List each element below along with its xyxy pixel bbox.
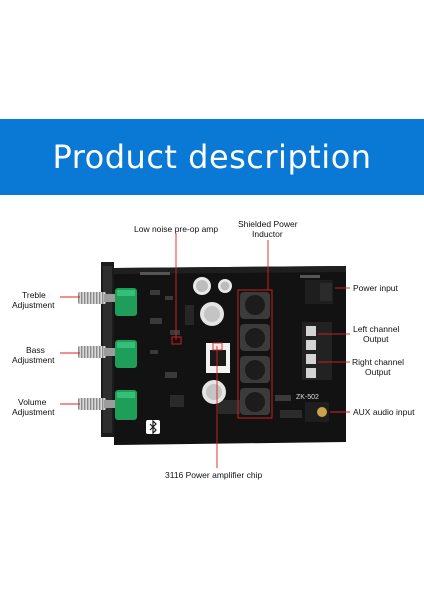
board-model: ZK-502 (296, 394, 319, 401)
treble-knob (78, 288, 137, 316)
power-input-label: Power input (353, 283, 398, 293)
speaker-terminals (302, 322, 332, 380)
title-banner: Product description (0, 119, 424, 195)
capacitors (193, 277, 232, 404)
bass-knob (78, 340, 137, 368)
bass-label-line2: Adjustment (12, 355, 55, 365)
preop-label: Low noise pre-op amp (134, 224, 219, 234)
treble-label-line1: Treble (22, 290, 46, 300)
callout-lines (60, 233, 350, 468)
bass-label-line1: Bass (26, 345, 45, 355)
inductor-label-line1: Shielded Power (238, 219, 298, 229)
aux-input-label: AUX audio input (353, 407, 415, 417)
bluetooth-icon (146, 419, 160, 435)
volume-label-line1: Volume (18, 397, 47, 407)
banner-title: Product description (52, 138, 372, 176)
smd-components (150, 290, 302, 418)
pin-header (140, 272, 320, 278)
chip-label: 3116 Power amplifier chip (165, 470, 263, 480)
treble-label-line2: Adjustment (12, 300, 55, 310)
volume-knob (78, 390, 137, 420)
right-channel-label-line2: Output (365, 367, 391, 377)
amplifier-chip (206, 343, 230, 373)
volume-label-line2: Adjustment (12, 407, 55, 417)
inductor-label-line2: Inductor (252, 229, 283, 239)
left-channel-label-line1: Left channel (353, 324, 400, 334)
power-inductors (240, 292, 270, 415)
aux-jack-ring (317, 407, 327, 417)
left-channel-label-line2: Output (363, 334, 389, 344)
right-channel-label-line1: Right channel (352, 357, 404, 367)
